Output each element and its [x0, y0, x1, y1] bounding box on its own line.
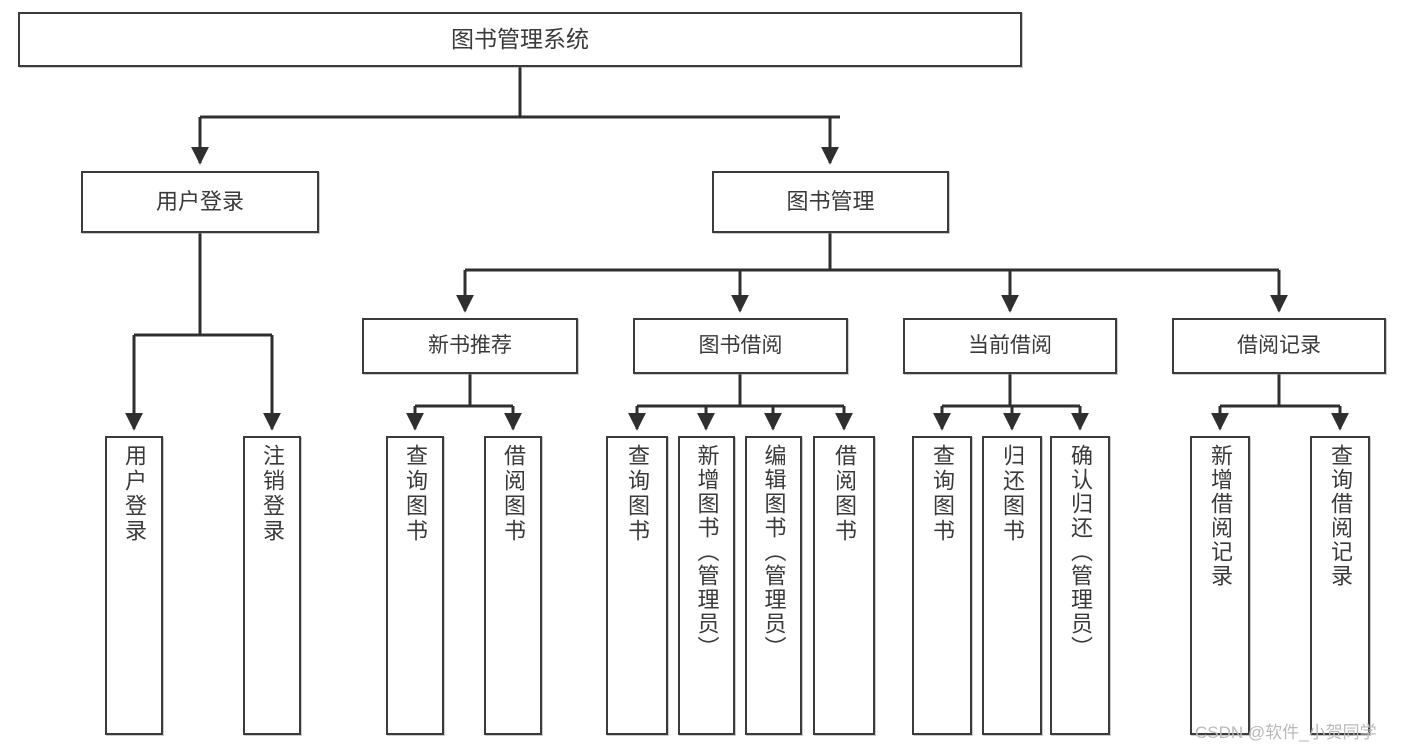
leaf-node-label: 编辑图书（管理员）	[761, 444, 787, 660]
leaf-node[interactable]: 查询图书	[606, 436, 668, 735]
leaf-node-label: 借阅图书	[832, 444, 857, 544]
node-current-borrow[interactable]: 当前借阅	[903, 318, 1117, 374]
node-root[interactable]: 图书管理系统	[18, 12, 1022, 67]
node-new-book-recommend[interactable]: 新书推荐	[362, 318, 578, 374]
leaf-node[interactable]: 新增图书（管理员）	[678, 436, 735, 735]
node-borrow-records[interactable]: 借阅记录	[1172, 318, 1386, 374]
leaf-node[interactable]: 借阅图书	[813, 436, 875, 735]
leaf-node-label: 查询图书	[625, 444, 650, 544]
node-book-management-label: 图书管理	[786, 189, 875, 215]
leaf-node-label: 注销登录	[260, 444, 285, 544]
node-user-login-label: 用户登录	[155, 189, 244, 215]
leaf-node-label: 新增借阅记录	[1208, 444, 1233, 588]
leaf-node[interactable]: 查询图书	[912, 436, 972, 735]
leaf-node-label: 查询借阅记录	[1328, 444, 1353, 588]
node-root-label: 图书管理系统	[451, 25, 589, 52]
csdn-watermark: CSDN @软件_小贺同学	[1195, 723, 1377, 742]
leaf-node[interactable]: 用户登录	[105, 436, 163, 735]
node-current-borrow-label: 当前借阅	[968, 333, 1052, 357]
node-new-book-recommend-label: 新书推荐	[428, 333, 512, 357]
leaf-node[interactable]: 借阅图书	[484, 436, 542, 735]
leaf-node-label: 借阅图书	[501, 444, 526, 544]
node-book-management[interactable]: 图书管理	[712, 171, 949, 233]
leaf-node[interactable]: 查询借阅记录	[1310, 436, 1370, 735]
leaf-node-label: 用户登录	[122, 444, 147, 544]
leaf-node-label: 查询图书	[403, 444, 428, 544]
leaf-node-label: 新增图书（管理员）	[694, 444, 720, 660]
leaf-node[interactable]: 归还图书	[982, 436, 1042, 735]
leaf-node[interactable]: 查询图书	[386, 436, 444, 735]
leaf-node[interactable]: 新增借阅记录	[1190, 436, 1250, 735]
leaf-node[interactable]: 注销登录	[243, 436, 301, 735]
leaf-node-label: 确认归还（管理员）	[1068, 444, 1093, 660]
node-book-borrow-label: 图书借阅	[698, 333, 783, 357]
leaf-node-label: 归还图书	[1000, 444, 1025, 544]
leaf-node[interactable]: 编辑图书（管理员）	[745, 436, 802, 735]
node-borrow-records-label: 借阅记录	[1237, 333, 1321, 357]
node-book-borrow[interactable]: 图书借阅	[633, 318, 848, 374]
leaf-node-label: 查询图书	[930, 444, 955, 544]
leaf-node[interactable]: 确认归还（管理员）	[1050, 436, 1110, 735]
node-user-login[interactable]: 用户登录	[81, 171, 319, 233]
